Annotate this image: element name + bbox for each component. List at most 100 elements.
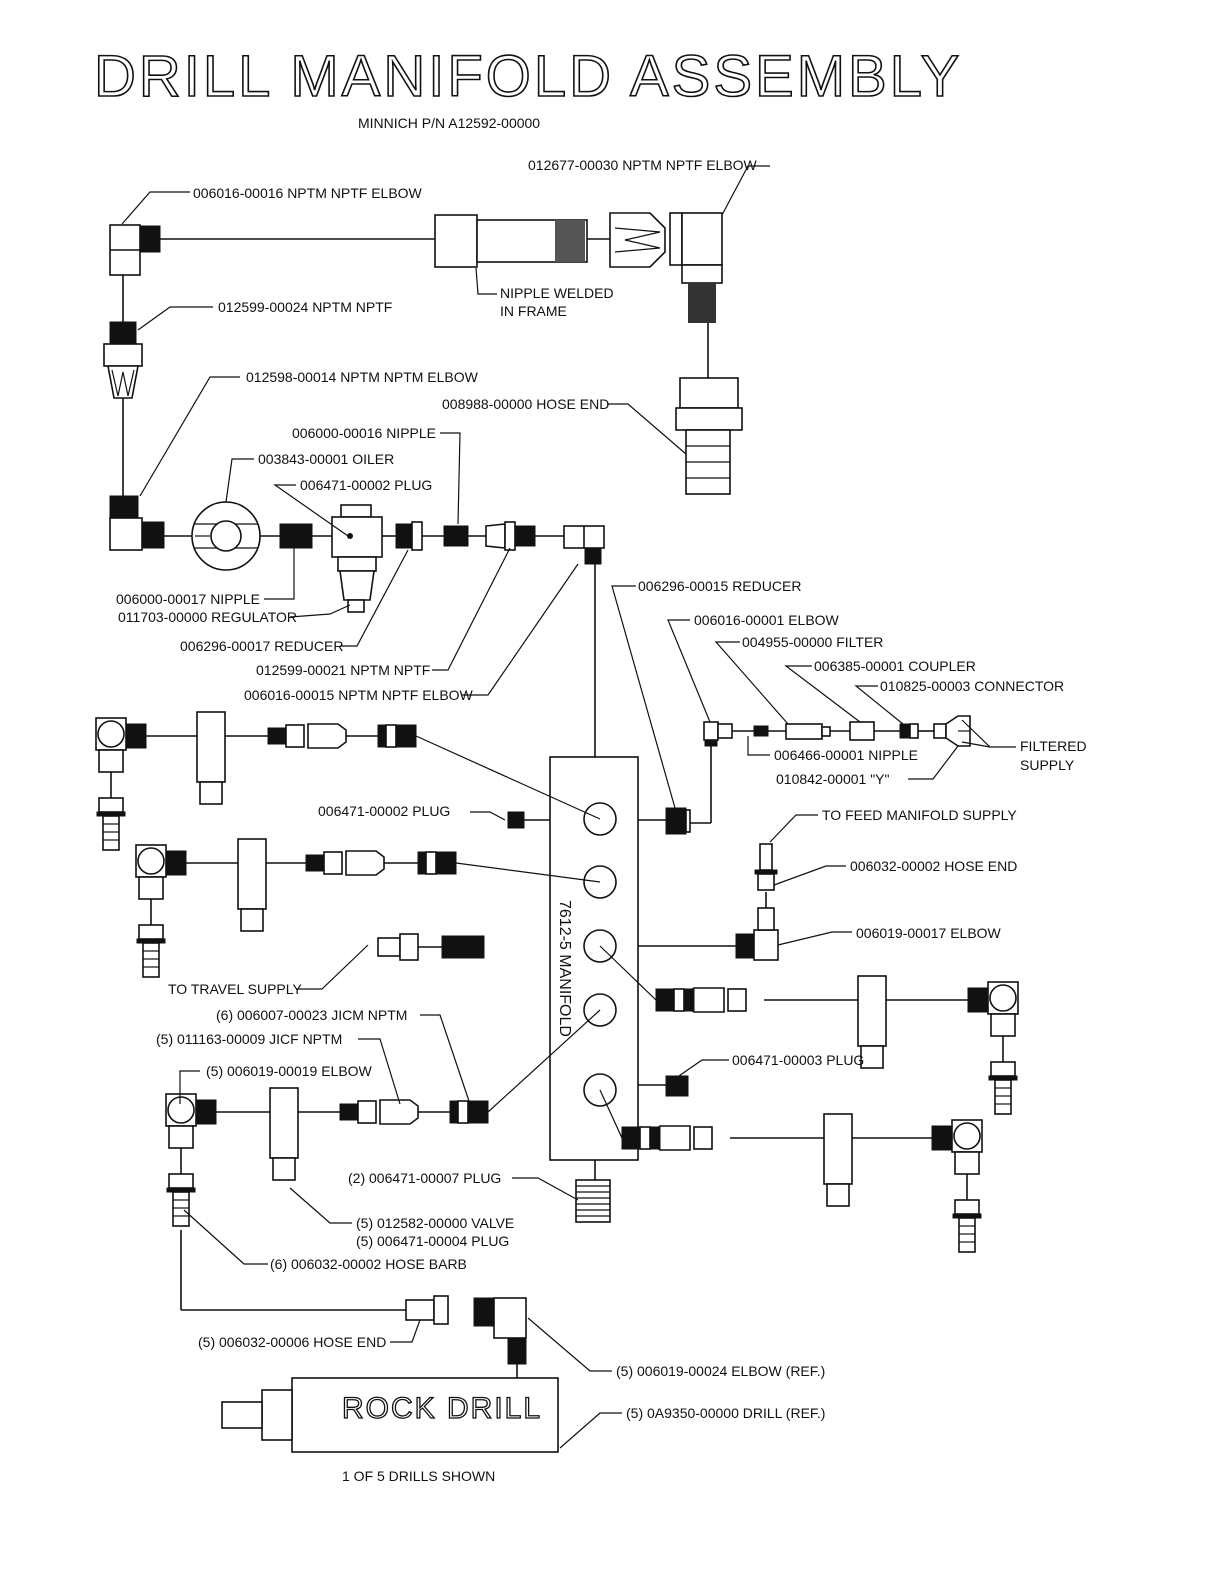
y-fitting-icon <box>933 715 971 747</box>
valve-012582-icon <box>196 711 226 783</box>
drill-branch-4 <box>165 1009 601 1227</box>
callout-elbow-006019-17: 006019-00017 ELBOW <box>856 925 1002 941</box>
elbow-006019-24-icon <box>473 1297 527 1365</box>
lubrication-line <box>109 495 605 757</box>
rock-drill-body <box>291 1377 559 1453</box>
drills-shown-note: 1 OF 5 DRILLS SHOWN <box>342 1468 495 1484</box>
callout-elbow-006019-24: (5) 006019-00024 ELBOW (REF.) <box>616 1363 825 1379</box>
jicf-nptm-icon <box>305 854 325 872</box>
callout-coupler: 006385-00001 COUPLER <box>814 658 976 674</box>
plug-006471-04-icon <box>826 1183 850 1207</box>
elbow-006019-17-icon <box>753 929 779 961</box>
plug-006471-04-icon <box>272 1157 296 1181</box>
top-supply-assembly <box>103 212 743 496</box>
hose-barb-icon <box>954 1199 980 1215</box>
plug-006471-02-icon <box>507 811 525 829</box>
plug-006471-07-icon <box>575 1179 611 1223</box>
hose-end-006032-06-icon <box>405 1295 449 1325</box>
callout-adapter-012599-24: 012599-00024 NPTM NPTF <box>218 299 392 315</box>
manifold-block: 7612-5 MANIFOLD <box>507 756 736 1223</box>
hose-barb-icon <box>98 797 124 813</box>
adapter-012599-21-icon <box>485 521 536 551</box>
callout-nipple-welded-2: IN FRAME <box>500 303 567 319</box>
hose-line <box>455 862 601 883</box>
callout-hose-end-006032-06: (5) 006032-00006 HOSE END <box>198 1334 386 1350</box>
valve-012582-icon <box>269 1087 299 1159</box>
hose-line <box>415 735 601 820</box>
plug-006471-04-icon <box>240 908 264 932</box>
callout-nipple-006466: 006466-00001 NIPPLE <box>774 747 918 763</box>
drill-branch-2 <box>135 838 601 978</box>
callout-labels: 012677-00030 NPTM NPTF ELBOW 006016-0001… <box>116 157 1087 1421</box>
regulator-icon <box>331 504 383 613</box>
drill-branch-5 <box>599 1089 983 1253</box>
callout-drill-ref: (5) 0A9350-00000 DRILL (REF.) <box>626 1405 825 1421</box>
callout-valve: (5) 012582-00000 VALVE <box>356 1215 514 1231</box>
callout-elbow-012677: 012677-00030 NPTM NPTF ELBOW <box>528 157 758 173</box>
drill-branch-1 <box>95 711 601 851</box>
callout-nipple-welded-1: NIPPLE WELDED <box>500 285 614 301</box>
callout-plug-006471-02-mid: 006471-00002 PLUG <box>318 803 450 819</box>
hose-line <box>599 1089 623 1139</box>
callout-elbow-006016-01: 006016-00001 ELBOW <box>694 612 840 628</box>
coupler-icon <box>849 721 875 741</box>
callout-jicf-nptm: (5) 011163-00009 JICF NPTM <box>156 1031 342 1047</box>
hose-barb-icon <box>990 1061 1016 1077</box>
jicm-nptm-icon <box>417 851 457 875</box>
valve-012582-icon <box>237 838 267 910</box>
plug-006471-03-icon <box>665 1075 689 1097</box>
callout-adapter-012599-21: 012599-00021 NPTM NPTF <box>256 662 430 678</box>
callout-filtered-supply-1: FILTERED <box>1020 738 1087 754</box>
filter-branch <box>688 715 971 824</box>
callout-nipple-006000-16: 006000-00016 NIPPLE <box>292 425 436 441</box>
callout-jicm-nptm: (6) 006007-00023 JICM NPTM <box>216 1007 407 1023</box>
jicf-nptm-icon <box>339 1103 359 1121</box>
callout-plug-006471-02-top: 006471-00002 PLUG <box>300 477 432 493</box>
jicf-nptm-icon <box>267 727 287 745</box>
callout-elbow-006016-16: 006016-00016 NPTM NPTF ELBOW <box>193 185 423 201</box>
leader-lines <box>121 165 1016 1449</box>
rock-drill-label: ROCK DRILL <box>342 1392 542 1425</box>
callout-plug-006471-07: (2) 006471-00007 PLUG <box>348 1170 501 1186</box>
callout-plug-006471-04: (5) 006471-00004 PLUG <box>356 1233 509 1249</box>
part-number-subtitle: MINNICH P/N A12592-00000 <box>358 115 540 131</box>
callout-hose-barb: (6) 006032-00002 HOSE BARB <box>270 1256 467 1272</box>
adapter-012599-24-icon <box>103 321 143 399</box>
callout-feed-manifold-supply: TO FEED MANIFOLD SUPPLY <box>822 807 1017 823</box>
feed-supply-branch <box>735 843 779 961</box>
hose-end-008988-icon <box>675 377 743 495</box>
plug-006471-04-icon <box>199 781 223 805</box>
nipple-006466-icon <box>753 725 769 737</box>
callout-connector: 010825-00003 CONNECTOR <box>880 678 1064 694</box>
nipple-006000-16-icon <box>443 525 469 547</box>
hose-barb-icon <box>138 924 164 940</box>
valve-012582-icon <box>857 975 887 1047</box>
travel-supply-fitting <box>377 933 485 961</box>
callout-filter: 004955-00000 FILTER <box>742 634 883 650</box>
callout-regulator: 011703-00000 REGULATOR <box>118 609 297 625</box>
swivel-hose-end-icon <box>609 212 666 268</box>
filter-icon <box>785 723 831 740</box>
callout-filtered-supply-2: SUPPLY <box>1020 757 1075 773</box>
elbow-012598-icon <box>109 495 165 551</box>
hose-line <box>487 1009 601 1113</box>
nipple-006000-17-icon <box>279 523 313 549</box>
hose-barb-icon <box>168 1173 194 1189</box>
callout-nipple-006000-17: 006000-00017 NIPPLE <box>116 591 260 607</box>
callout-elbow-006016-15: 006016-00015 NPTM NPTF ELBOW <box>244 687 474 703</box>
elbow-012677-icon <box>669 212 723 323</box>
reducer-006296-17-icon <box>395 521 423 551</box>
elbow-006016-15-icon <box>563 525 605 565</box>
callout-reducer-006296-15: 006296-00015 REDUCER <box>638 578 801 594</box>
callout-plug-006471-03: 006471-00003 PLUG <box>732 1052 864 1068</box>
callout-elbow-012598: 012598-00014 NPTM NPTM ELBOW <box>246 369 479 385</box>
reducer-006296-15-icon <box>665 807 691 835</box>
oiler-icon <box>191 501 261 571</box>
callout-hose-end-008988: 008988-00000 HOSE END <box>442 396 609 412</box>
callout-elbow-006019-19: (5) 006019-00019 ELBOW <box>206 1063 373 1079</box>
drill-branch-3 <box>599 945 1019 1115</box>
callout-reducer-006296-17: 006296-00017 REDUCER <box>180 638 343 654</box>
welded-nipple-icon <box>434 214 588 268</box>
callout-travel-supply: TO TRAVEL SUPPLY <box>168 981 302 997</box>
